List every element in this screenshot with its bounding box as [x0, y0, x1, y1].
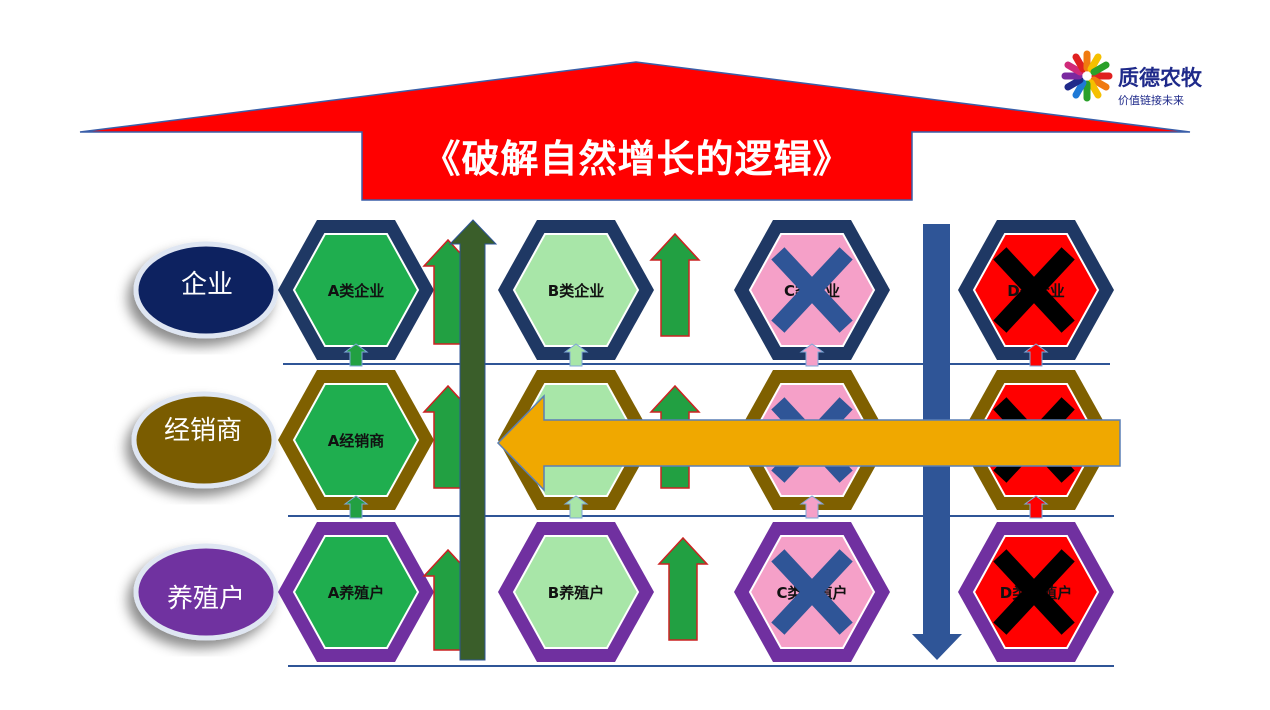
divider-lines: [283, 363, 1114, 667]
cross-mark: [993, 549, 1075, 635]
vertical-up-arrow: [448, 219, 498, 661]
row-ellipses: [131, 241, 279, 641]
page-title: 《破解自然增长的逻辑》: [422, 137, 852, 181]
hexagon-label: A养殖户: [328, 584, 385, 602]
horizontal-left-arrow: [496, 394, 1121, 492]
growth-arrow: [657, 536, 709, 641]
title-banner: [79, 61, 1191, 201]
row-ellipse: [131, 391, 277, 489]
hexagon-core: [512, 535, 640, 649]
cross-mark: [771, 549, 853, 635]
connector-arrow: [1023, 495, 1049, 519]
growth-arrow: [649, 232, 701, 337]
big-arrows: [448, 219, 1121, 661]
logo-petal: [1087, 79, 1102, 99]
hexagon-core: [292, 535, 420, 649]
row-label-distributor: 经销商: [163, 416, 242, 446]
logo-petal: [1087, 53, 1102, 73]
logo-petal: [1090, 76, 1110, 91]
hexagon-node: B类企业: [498, 220, 654, 360]
row-label-enterprise: 企业: [180, 270, 233, 300]
connector-arrows: [343, 343, 1049, 519]
logo-petal: [1064, 76, 1084, 91]
connector-arrow: [1023, 343, 1049, 367]
hexagon-label: A类企业: [328, 282, 385, 300]
logo-petal: [1072, 79, 1087, 99]
logo-icon: [1061, 50, 1113, 102]
connector-arrow: [799, 495, 825, 519]
logo-petal: [1072, 53, 1087, 73]
row-label-farmer: 养殖户: [166, 584, 245, 614]
hexagon-node: A经销商: [278, 370, 434, 510]
row-ellipse: [133, 241, 279, 339]
connector-arrow: [343, 343, 369, 367]
hexagon-core: [292, 383, 420, 497]
hexagon-label: A经销商: [328, 432, 385, 450]
hexagon-node: A养殖户: [278, 522, 434, 662]
hexagon-label: B类企业: [548, 282, 604, 300]
connector-arrow: [799, 343, 825, 367]
hexagon-node: B养殖户: [498, 522, 654, 662]
logo-slogan: 价值链接未来: [1118, 94, 1184, 107]
connector-arrow: [563, 495, 589, 519]
cross-mark: [993, 247, 1075, 333]
row-ellipse: [133, 543, 279, 641]
hexagon-core: [292, 233, 420, 347]
hexagon-core: [512, 233, 640, 347]
logo-name: 质德农牧: [1118, 66, 1202, 90]
logo-petal: [1090, 61, 1110, 76]
hexagon-node: A类企业: [278, 220, 434, 360]
connector-arrow: [343, 495, 369, 519]
logo-petal: [1064, 61, 1084, 76]
hexagon-label: B养殖户: [548, 584, 604, 602]
connector-arrow: [563, 343, 589, 367]
cross-mark: [771, 247, 853, 333]
